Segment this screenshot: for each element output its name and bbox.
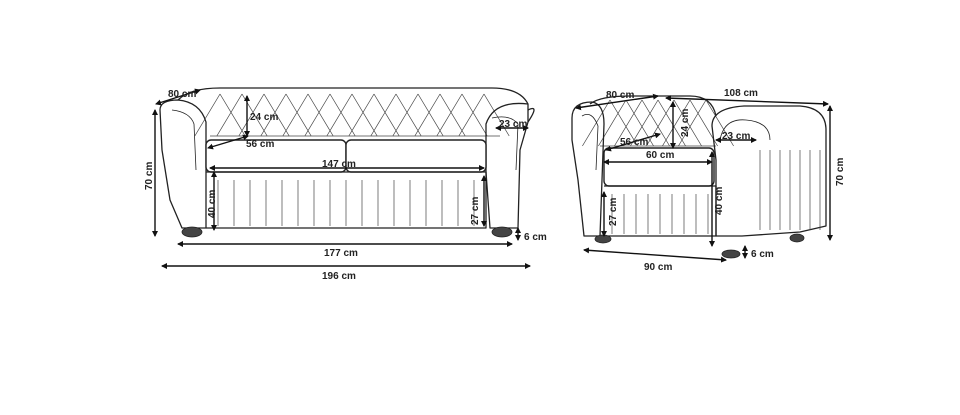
armchair-depth-label: 80 cm — [606, 90, 634, 101]
armchair-seat-width-label: 60 cm — [646, 150, 674, 161]
armchair-seat-height-label: 40 cm — [714, 187, 725, 215]
armchair-arm-pleats — [759, 150, 821, 230]
sofa-depth-label: 80 cm — [168, 89, 196, 100]
sofa-dimensions: 80 cm 70 cm 24 cm 23 cm 56 cm 147 cm 40 … — [144, 88, 547, 282]
armchair-front-pleats — [611, 194, 709, 234]
sofa-tufting — [194, 93, 510, 137]
armchair-left-leg — [594, 234, 612, 244]
sofa-seat-height-label: 40 cm — [207, 190, 218, 218]
armchair-back-height-label: 24 cm — [680, 109, 691, 137]
sofa-seat-depth-label: 56 cm — [246, 139, 274, 150]
sofa-inner-width-label: 177 cm — [324, 248, 358, 259]
sofa-height-label: 70 cm — [144, 162, 155, 190]
sofa-arm-height-label: 27 cm — [470, 197, 481, 225]
armchair-back-right-leg — [789, 233, 805, 243]
armchair-leg-height-label: 6 cm — [751, 249, 774, 260]
sofa-left-leg — [181, 226, 203, 238]
armchair-arm-height-label: 27 cm — [608, 198, 619, 226]
sofa-right-leg — [491, 226, 513, 238]
sofa-total-width-label: 196 cm — [322, 271, 356, 282]
armchair-seat-depth-label: 56 cm — [620, 137, 648, 148]
armchair-drawing — [571, 95, 827, 259]
armchair-base-width-label: 90 cm — [644, 262, 672, 273]
sofa-arm-width-label: 23 cm — [499, 119, 527, 130]
sofa-seat-width-label: 147 cm — [322, 159, 356, 170]
sofa-leg-height-label: 6 cm — [524, 232, 547, 243]
sofa-back-height-label: 24 cm — [250, 112, 278, 123]
armchair-width-top-label: 108 cm — [724, 88, 758, 99]
sofa-front-pleats — [217, 180, 475, 226]
armchair-front-right-leg — [721, 249, 741, 259]
armchair-dimensions: 80 cm 108 cm 70 cm 24 cm 23 cm 56 cm 60 … — [575, 88, 846, 273]
armchair-height-label: 70 cm — [835, 158, 846, 186]
armchair-arm-width-label: 23 cm — [722, 131, 750, 142]
armchair-tufting — [582, 99, 734, 147]
